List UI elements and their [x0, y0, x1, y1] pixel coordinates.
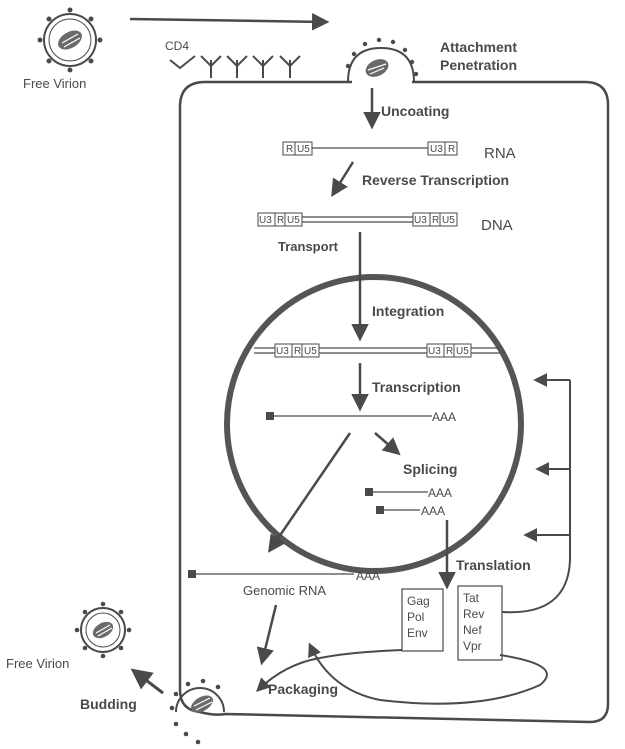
- free-virion-top-label: Free Virion: [23, 76, 86, 91]
- nucleus: [227, 277, 521, 571]
- protein-rev: Rev: [463, 607, 484, 621]
- viral-rna: R U5 U3 R: [283, 142, 457, 155]
- reverse-transcription-label: Reverse Transcription: [362, 172, 509, 188]
- rna-r-tag: R: [286, 144, 293, 155]
- uncoating-label: Uncoating: [381, 103, 449, 119]
- pro-u5-tag-3: U5: [456, 346, 469, 357]
- protein-gag: Gag: [407, 594, 430, 608]
- dna-u3-tag-3: U3: [414, 215, 427, 226]
- protein-pol: Pol: [407, 610, 424, 624]
- translation-label: Translation: [456, 557, 531, 573]
- packaging-label: Packaging: [268, 681, 338, 697]
- dna-u3-tag: U3: [259, 215, 272, 226]
- budding-label: Budding: [80, 696, 137, 712]
- transcription-label: Transcription: [372, 379, 461, 395]
- penetration-label: Penetration: [440, 57, 517, 73]
- dna-r-tag-3: R: [432, 215, 439, 226]
- genomic-polya: AAA: [356, 569, 380, 583]
- attachment-arrow: [130, 19, 326, 22]
- protein-env: Env: [407, 626, 428, 640]
- splicing-arrow: [375, 433, 398, 453]
- cd4-label: CD4: [165, 39, 189, 53]
- dna-label: DNA: [481, 217, 513, 234]
- spliced-polya-1: AAA: [428, 486, 452, 500]
- protein-tat: Tat: [463, 591, 480, 605]
- dna-u5-tag-3: U5: [442, 215, 455, 226]
- pro-r-tag: R: [294, 346, 301, 357]
- protein-nef: Nef: [463, 623, 482, 637]
- pro-u5-tag: U5: [304, 346, 317, 357]
- spliced-polya-2: AAA: [421, 504, 445, 518]
- viral-dna: U3 R U5 U3 R U5: [258, 213, 457, 226]
- genomic-cap: [188, 570, 196, 578]
- rna-u3-tag: U3: [430, 144, 443, 155]
- pro-r-tag-3: R: [446, 346, 453, 357]
- budding-arrow: [134, 671, 163, 693]
- dna-u5-tag: U5: [287, 215, 300, 226]
- dna-r-tag: R: [277, 215, 284, 226]
- feedback-loop: [502, 380, 570, 612]
- pro-u3-tag: U3: [276, 346, 289, 357]
- integration-label: Integration: [372, 303, 444, 319]
- pro-u3-tag-3: U3: [428, 346, 441, 357]
- genomic-rna-label: Genomic RNA: [243, 583, 326, 598]
- rna-u5-tag: U5: [297, 144, 310, 155]
- spliced-cap-2: [376, 506, 384, 514]
- cd4-receptors: [170, 56, 300, 78]
- attaching-virion-icon: [346, 38, 418, 82]
- splicing-label: Splicing: [403, 461, 457, 477]
- transport-label: Transport: [278, 239, 339, 254]
- protein-vpr: Vpr: [463, 639, 482, 653]
- cap-marker: [266, 412, 274, 420]
- budding-virion-icon: [170, 679, 224, 745]
- rna-label: RNA: [484, 145, 516, 162]
- reverse-transcription-arrow: [333, 162, 353, 194]
- transcript-polya: AAA: [432, 410, 456, 424]
- free-virion-bottom-icon: [75, 602, 132, 659]
- genomic-to-packaging-arrow: [262, 605, 276, 662]
- rna-export-arrow: [270, 433, 350, 550]
- free-virion-top-icon: [38, 8, 103, 73]
- free-virion-bottom-label: Free Virion: [6, 656, 69, 671]
- integrated-provirus: U3 R U5 U3 R U5: [254, 344, 500, 357]
- spliced-cap-1: [365, 488, 373, 496]
- rna-r-tag-3: R: [448, 144, 455, 155]
- attachment-label: Attachment: [440, 39, 517, 55]
